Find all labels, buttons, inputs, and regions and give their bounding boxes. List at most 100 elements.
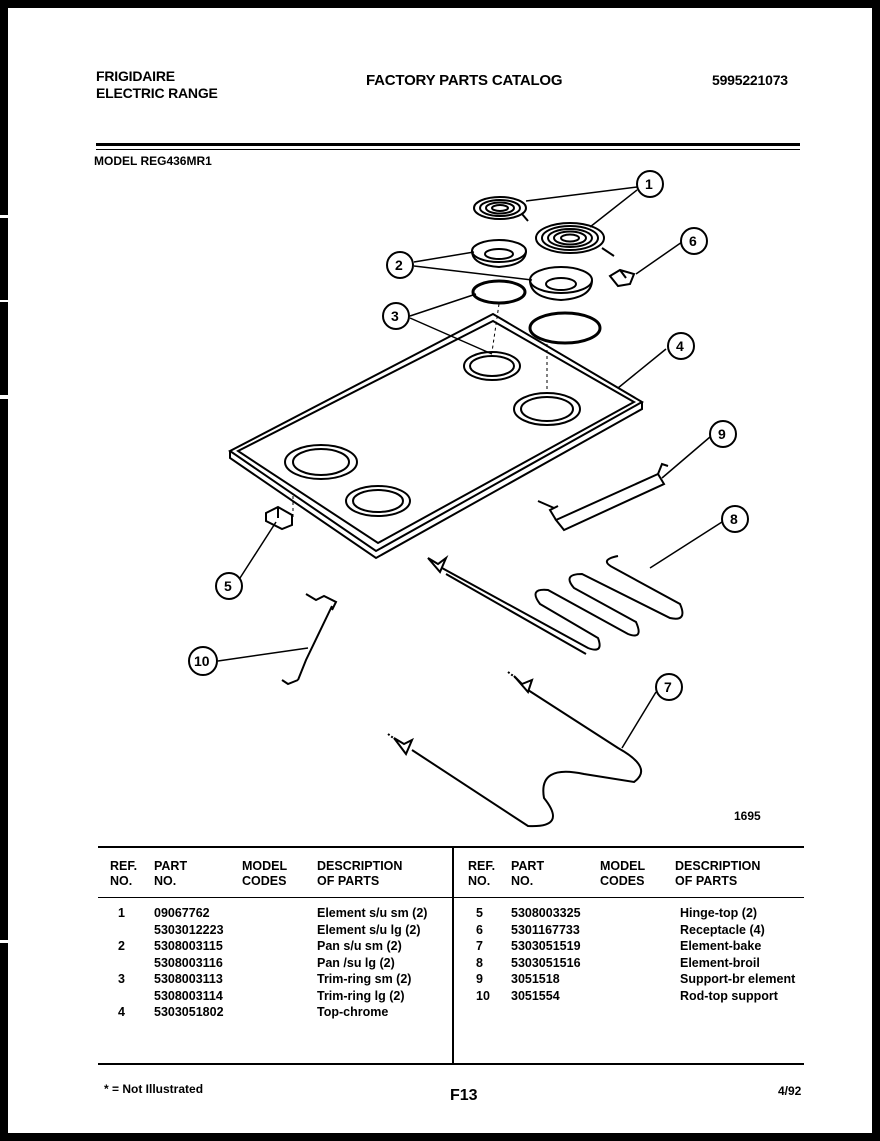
drip-pan-small [471,239,527,269]
table-cell: 4 [118,1005,125,1019]
bake-element [387,671,643,828]
table-cell: 5301167733 [511,922,580,937]
table-divider [452,848,454,1063]
svg-text:1: 1 [645,176,653,192]
catalog-title: FACTORY PARTS CATALOG [366,72,563,89]
drip-pan-large [529,266,593,302]
table-cell: 3051554 [511,988,560,1003]
svg-text:9: 9 [718,426,726,442]
table-cell: 10 [476,988,490,1003]
table-cell: Top-chrome [317,1005,389,1019]
table-cell: 3051518 [511,972,560,986]
broil-element [427,554,684,655]
header-ref-left: REF.NO. [110,859,138,888]
callout-7: 7 [655,673,683,701]
table-cell: 5303012223 [154,922,224,937]
table-cell: Element s/u sm (2) [317,906,428,920]
callout-8: 8 [721,505,749,533]
table-cell: 8 [476,955,483,970]
table-cell [118,922,125,939]
table-cell: Rod-top support [680,988,778,1003]
exploded-parts-diagram: 1 6 2 3 4 9 8 5 10 7 1695 [188,170,761,828]
table-cell: 5308003115 [154,939,223,953]
table-cell: 5308003113 [154,972,223,986]
scan-artifact [0,940,8,943]
figure-code: 1695 [734,809,761,823]
left-part-column: 09067762 5303012223 5308003115 5308003116 53… [154,905,224,1021]
catalog-page: FRIGIDAIRE ELECTRIC RANGE FACTORY PARTS … [8,8,872,1133]
header-rule [96,143,800,146]
table-cell [118,955,125,972]
trim-ring-small [471,279,527,305]
callout-5: 5 [215,572,243,600]
table-header-rule [98,897,804,898]
callout-6: 6 [680,227,708,255]
table-cell: 5303051802 [154,1005,224,1019]
svg-text:2: 2 [395,257,403,273]
svg-text:3: 3 [391,308,399,324]
table-cell: Support-br element [680,972,796,986]
svg-text:4: 4 [676,338,684,354]
table-cell: Trim-ring sm (2) [317,972,412,986]
table-cell: 5 [476,906,483,920]
svg-text:8: 8 [730,511,738,527]
table-cell: Element-bake [680,939,762,953]
header-ref-right: REF.NO. [468,859,496,888]
broil-element-support [537,462,669,532]
surface-element-small [473,196,529,222]
product-type: ELECTRIC RANGE [96,85,218,101]
cooktop-chrome-top [228,312,645,560]
header-rule-thin [96,149,800,150]
table-cell: 09067762 [154,906,210,920]
table-cell: 9 [476,972,483,986]
brand-name: FRIGIDAIRE [96,68,175,84]
svg-text:5: 5 [224,578,232,594]
leader-lines [217,186,723,749]
not-illustrated-note: * = Not Illustrated [104,1082,204,1096]
catalog-number: 5995221073 [712,72,788,88]
table-cell: Element-broil [680,955,760,970]
scan-artifact [0,395,8,399]
table-cell: Pan s/u sm (2) [317,939,402,953]
callout-9: 9 [709,420,737,448]
table-cell: 6 [476,922,483,937]
table-cell: 7 [476,939,483,953]
table-cell: Element s/u lg (2) [317,922,421,937]
table-top-rule [98,846,804,848]
table-cell [118,988,125,1005]
callout-1: 1 [636,170,664,198]
svg-text:7: 7 [664,679,672,695]
top-support-rod [281,593,338,686]
trim-ring-large [528,311,602,345]
surface-element-large [535,222,615,257]
table-cell: 2 [118,939,125,953]
right-ref-column: 5 6 7 8 9 10 [476,905,490,1004]
table-cell: 5308003116 [154,955,223,970]
svg-text:10: 10 [194,653,210,669]
table-cell: 5303051519 [511,939,581,953]
left-ref-column: 1 2 3 4 [118,905,125,1021]
scan-artifact [0,215,8,218]
table-cell: 5308003325 [511,906,581,920]
callout-3: 3 [382,302,410,330]
callout-4: 4 [667,332,695,360]
table-cell: Trim-ring lg (2) [317,988,405,1003]
revision-date: 4/92 [778,1084,802,1098]
scan-artifact [0,300,8,302]
table-bottom-rule [98,1063,804,1065]
page-number: F13 [450,1087,478,1104]
table-cell: Hinge-top (2) [680,906,758,920]
table-cell: 1 [118,906,125,920]
right-part-column: 5308003325 5301167733 5303051519 5303051516… [511,905,581,1004]
table-cell: 3 [118,972,125,986]
table-cell: 5303051516 [511,955,581,970]
hinge-top [265,505,293,531]
svg-text:6: 6 [689,233,697,249]
